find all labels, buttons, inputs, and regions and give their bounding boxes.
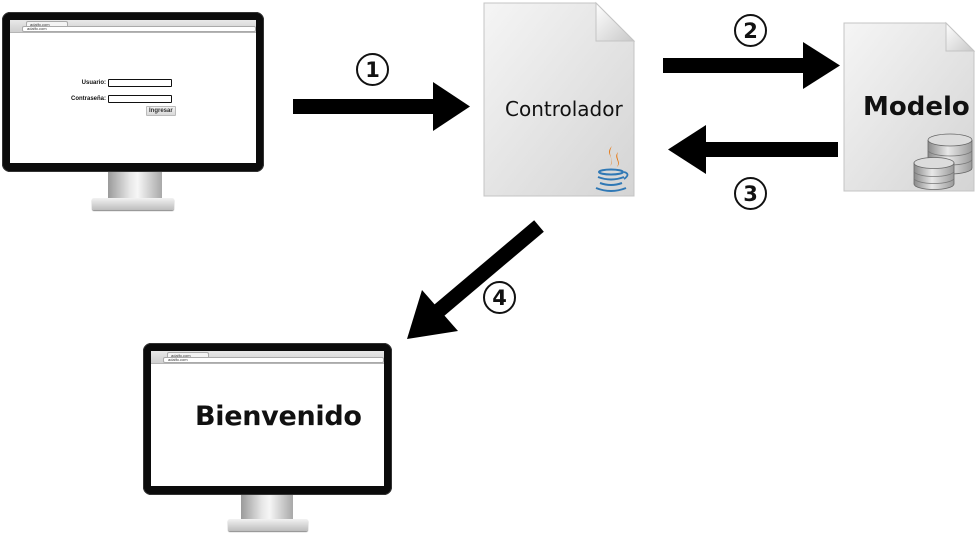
- login-monitor-neck: [108, 172, 162, 199]
- browser-url-bar[interactable]: adalfo.com: [22, 26, 256, 32]
- password-label: Contraseña:: [70, 96, 106, 102]
- browser-tab[interactable]: adalfo.com: [167, 352, 209, 358]
- database-icon: [913, 133, 973, 190]
- welcome-monitor-neck: [241, 495, 293, 521]
- login-screen: adalfo.com adalfo.com Usuario: Contraseñ…: [10, 20, 256, 163]
- java-cup-icon: [595, 146, 629, 192]
- arrow-render-view: [407, 220, 544, 339]
- step-2-badge: 2: [734, 14, 767, 47]
- welcome-message: Bienvenido: [195, 401, 362, 432]
- login-monitor-base: [92, 198, 174, 210]
- password-input[interactable]: [108, 95, 172, 103]
- arrow-request: [293, 82, 470, 131]
- welcome-screen: adalfo.com adalfo.com Bienvenido: [151, 351, 384, 486]
- browser-url-bar[interactable]: adalfo.com: [163, 357, 384, 363]
- arrow-query-model: [663, 42, 840, 89]
- step-4-badge: 4: [483, 281, 516, 314]
- step-3-badge: 3: [734, 177, 767, 210]
- step-1-badge: 1: [356, 53, 389, 86]
- browser-toolbar: adalfo.com adalfo.com: [10, 20, 256, 33]
- browser-toolbar: adalfo.com adalfo.com: [151, 351, 384, 364]
- submit-button[interactable]: Ingresar: [146, 106, 176, 116]
- browser-tab[interactable]: adalfo.com: [26, 21, 68, 27]
- controller-label: Controlador: [505, 97, 623, 121]
- controller-document: [483, 1, 636, 197]
- welcome-monitor-base: [228, 519, 308, 531]
- arrow-model-response: [668, 125, 838, 174]
- username-label: Usuario:: [81, 80, 106, 86]
- username-input[interactable]: [108, 79, 172, 87]
- model-label: Modelo: [863, 92, 970, 122]
